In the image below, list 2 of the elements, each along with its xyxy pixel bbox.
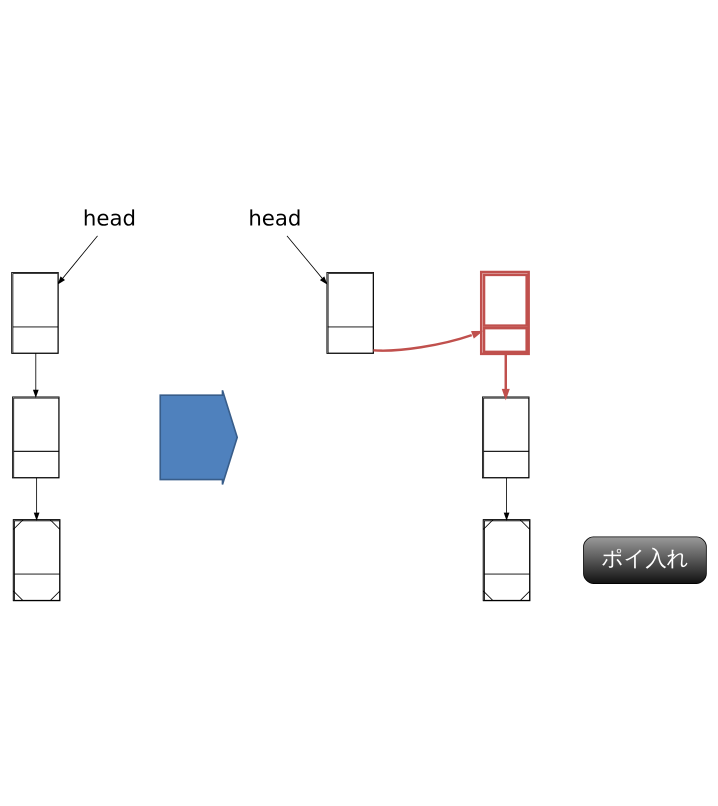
node-text: head xyxy=(248,206,302,232)
node-text: head xyxy=(82,206,136,232)
